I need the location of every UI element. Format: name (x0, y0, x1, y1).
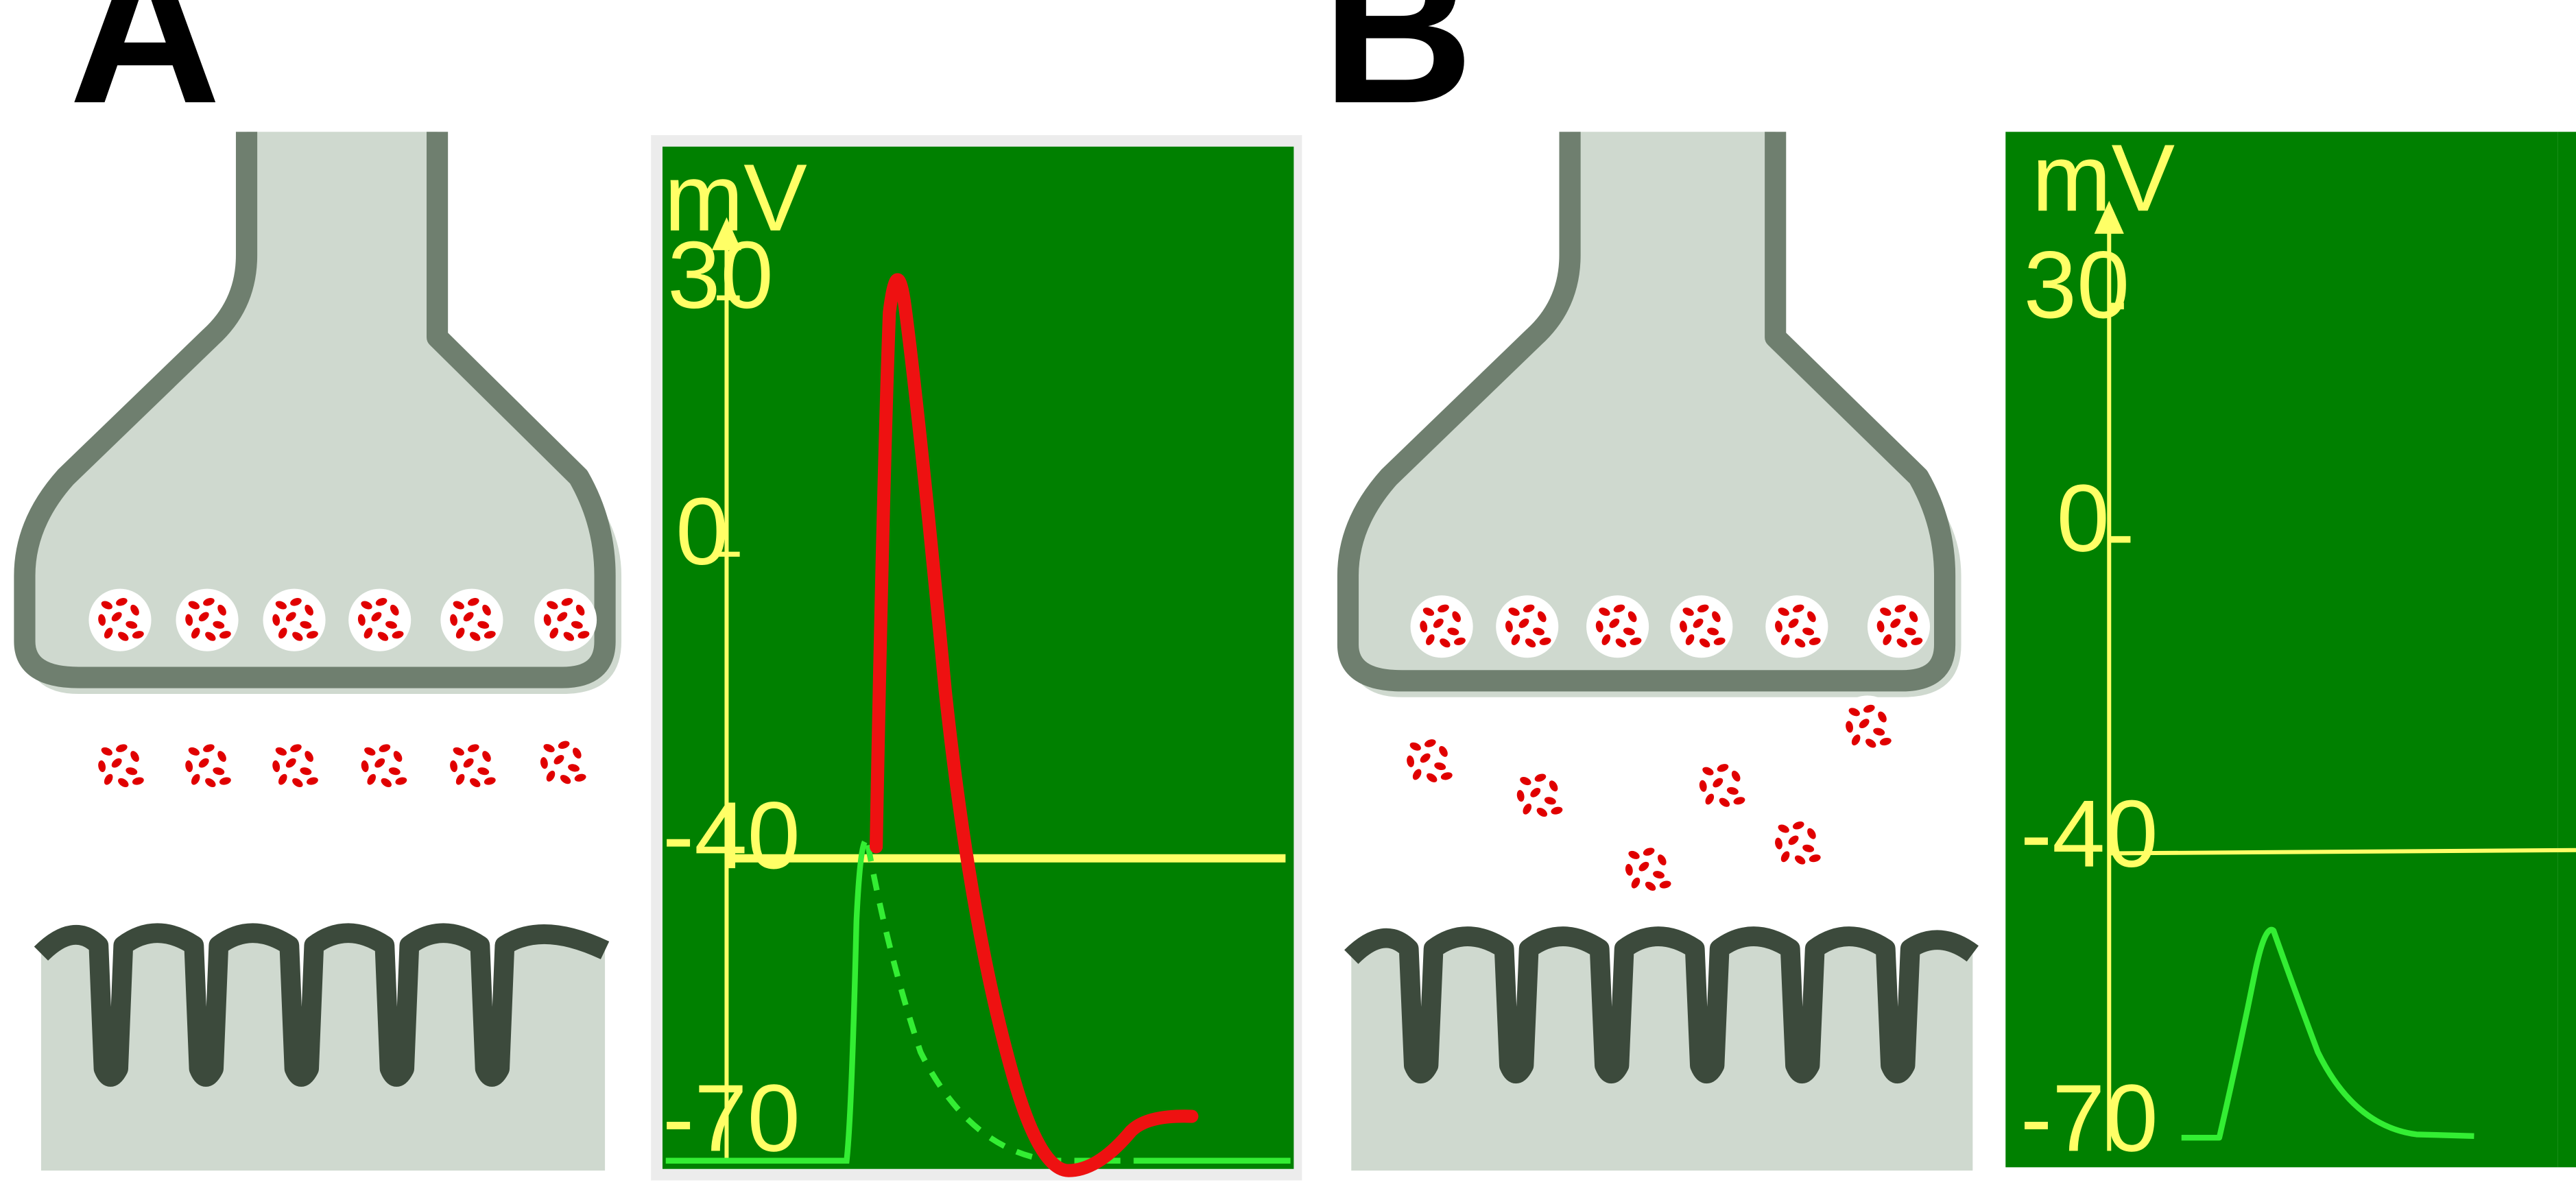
vesicle (531, 732, 594, 795)
epsp-trace (665, 840, 868, 1164)
vesicle (176, 734, 239, 798)
tick-label-0: 0 (676, 479, 728, 585)
tick-label-minus-70: -70 (663, 1065, 800, 1171)
unit-label: mV (664, 145, 807, 251)
tick-label-30: 30 (667, 222, 774, 328)
y-axis-arrow (2094, 200, 2124, 234)
vesicle (1690, 754, 1753, 817)
tick-label-0: 0 (2057, 465, 2110, 571)
unit-label: mV (2032, 125, 2175, 231)
vesicle (88, 734, 152, 798)
vesicle (440, 588, 503, 651)
action-potential-trace (869, 273, 1199, 1177)
vesicle (88, 588, 152, 651)
graph-a: mV 30 0 -40 -70 (651, 135, 1302, 1181)
vesicle (1397, 730, 1460, 793)
vesicle (1670, 595, 1733, 658)
graph-background (2005, 132, 2558, 1168)
panel-letter-a: A (69, 0, 222, 147)
vesicle (176, 588, 239, 651)
postsynaptic-membrane-b (1344, 926, 1979, 1171)
epsp-trace (2181, 926, 2474, 1141)
vesicle (263, 588, 326, 651)
vesicle (1836, 695, 1899, 758)
postsynaptic-membrane-a (34, 923, 610, 1171)
threshold-line (2109, 848, 2576, 856)
y-axis-arrow (711, 217, 742, 250)
vesicle (1765, 595, 1828, 658)
vesicle (1410, 595, 1473, 658)
epsp-decay-dashed (865, 844, 1134, 1164)
tick-label-minus-70: -70 (2020, 1065, 2158, 1171)
vesicle (348, 588, 412, 651)
graph-background (662, 146, 1294, 1169)
vesicle (1496, 595, 1559, 658)
vesicle (1507, 765, 1571, 828)
tick-label-minus-40: -40 (663, 782, 800, 889)
tick-label-minus-40: -40 (2020, 781, 2158, 887)
presynaptic-terminal-b (1337, 132, 1961, 697)
vesicle (263, 734, 326, 798)
released-vesicles-a (88, 732, 594, 798)
panel-letter-b: B (1322, 0, 1474, 147)
released-vesicles-b (1397, 695, 1899, 902)
vesicle (440, 734, 503, 798)
vesicle (1616, 838, 1679, 902)
vesicle (1586, 595, 1649, 658)
vesicle (534, 588, 597, 651)
vesicle (1867, 595, 1931, 658)
presynaptic-terminal-a (14, 132, 622, 695)
vesicle (351, 734, 415, 798)
tick-label-30: 30 (2024, 232, 2130, 338)
vesicle (1765, 812, 1828, 875)
graph-b: mV 30 0 -40 -70 (2005, 125, 2576, 1171)
